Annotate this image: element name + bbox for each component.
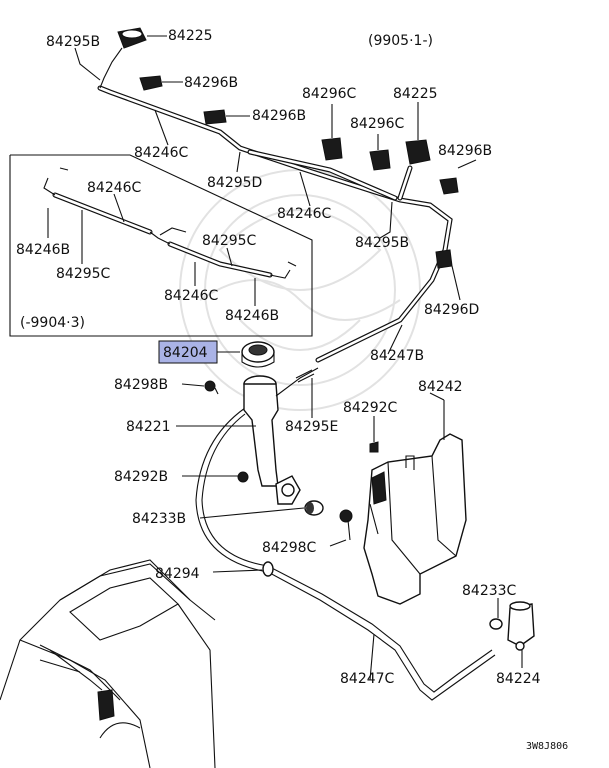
label-84298B: 84298B	[114, 377, 168, 393]
label-84246C-inset-1: 84246C	[87, 180, 142, 196]
clip-84296B-c	[439, 159, 477, 195]
clip-84296D	[435, 249, 461, 301]
filler-neck-84221	[243, 367, 319, 505]
bolt-84298C	[339, 509, 353, 541]
clip-84296C-b	[369, 134, 391, 171]
label-84296B-c: 84296B	[438, 143, 492, 159]
leader-lines	[47, 35, 523, 681]
upper-hoses	[97, 85, 453, 363]
date-range-header: (9905·1-)	[368, 33, 433, 49]
label-84296D: 84296D	[424, 302, 479, 318]
label-84295B-top: 84295B	[46, 34, 100, 50]
clip-84292B	[237, 471, 249, 483]
pump-84224	[489, 601, 535, 651]
label-84246B-inset-1: 84246B	[16, 242, 70, 258]
clip-84292C	[369, 441, 379, 453]
label-84204: 84204	[163, 345, 208, 361]
inset-hoses	[43, 167, 297, 279]
inset-date-range: (-9904·3)	[20, 315, 85, 331]
label-84295E: 84295E	[285, 419, 338, 435]
grommet-84233B	[304, 500, 324, 516]
label-84233C: 84233C	[462, 583, 517, 599]
label-84296C-b: 84296C	[350, 116, 405, 132]
label-84246C-a: 84246C	[134, 145, 189, 161]
label-84294: 84294	[155, 566, 200, 582]
nozzle-84225-left	[99, 27, 147, 89]
label-84298C: 84298C	[262, 540, 317, 556]
label-84292B: 84292B	[114, 469, 168, 485]
label-84295C-inset-1: 84295C	[56, 266, 111, 282]
label-84246B-inset-2: 84246B	[225, 308, 279, 324]
label-84246C-b: 84246C	[277, 206, 332, 222]
label-84296B-b: 84296B	[252, 108, 306, 124]
nozzle-84225-right	[405, 102, 431, 165]
label-84233B: 84233B	[132, 511, 186, 527]
cap-84204	[241, 341, 275, 368]
bolt-84298B	[204, 380, 219, 395]
label-84295B-right: 84295B	[355, 235, 409, 251]
clip-84296C-a	[321, 104, 343, 161]
inset-box: (-9904·3)	[9, 154, 313, 337]
label-84296C-a: 84296C	[302, 86, 357, 102]
clip-84296B-a	[139, 75, 183, 91]
label-84296B-a: 84296B	[184, 75, 238, 91]
label-84292C: 84292C	[343, 400, 398, 416]
label-84225-left: 84225	[168, 28, 213, 44]
reservoir-tank-84242	[363, 433, 467, 605]
label-84242: 84242	[418, 379, 463, 395]
clip-84296B-b	[203, 109, 250, 125]
label-84247B: 84247B	[370, 348, 424, 364]
vehicle-outline	[0, 559, 216, 768]
label-84246C-inset-2: 84246C	[164, 288, 219, 304]
label-84225-right: 84225	[393, 86, 438, 102]
lower-hose	[195, 407, 496, 701]
label-84221: 84221	[126, 419, 171, 435]
label-84295D: 84295D	[207, 175, 262, 191]
label-84224: 84224	[496, 671, 541, 687]
part-labels: 84295B 84225 84296B 84296B 84296C 84225 …	[16, 28, 541, 687]
grommet-84295E	[295, 369, 315, 383]
label-84295C-inset-2: 84295C	[202, 233, 257, 249]
label-84247C: 84247C	[340, 671, 395, 687]
diagram-code: 3W8J806	[526, 741, 568, 752]
